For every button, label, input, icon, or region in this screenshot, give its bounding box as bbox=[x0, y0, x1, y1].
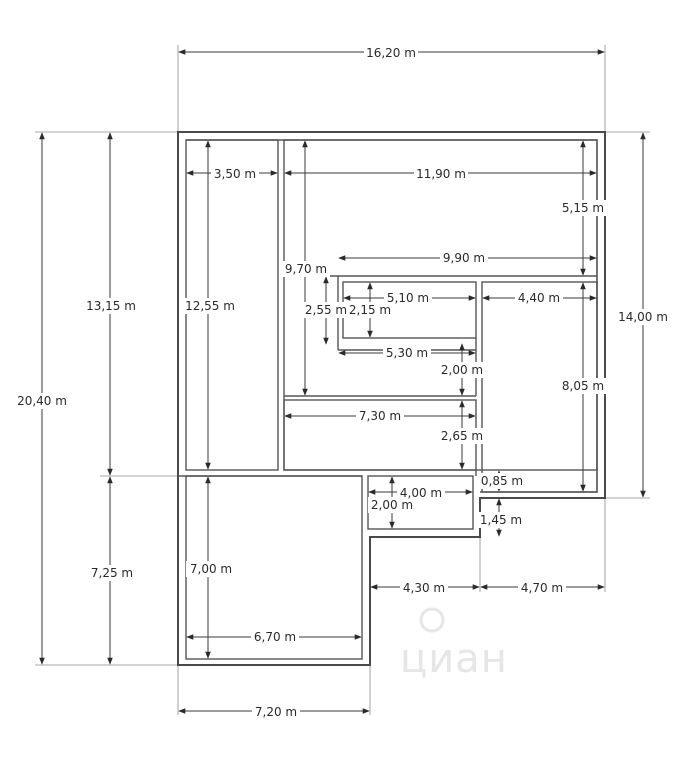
label-total-height: 20,40 m bbox=[17, 394, 67, 408]
label-left-room-width: 3,50 m bbox=[214, 167, 256, 181]
label-bath-width: 4,00 m bbox=[400, 486, 442, 500]
label-notch-width: 4,30 m bbox=[403, 581, 445, 595]
label-bath-height: 2,00 m bbox=[371, 498, 413, 512]
label-lower-height: 7,25 m bbox=[91, 566, 133, 580]
label-lower-room-height: 7,00 m bbox=[190, 562, 232, 576]
label-band-width: 9,90 m bbox=[443, 251, 485, 265]
label-backgrounds bbox=[16, 44, 670, 719]
label-bottom-room-height: 2,65 m bbox=[441, 429, 483, 443]
label-right-notch-width: 4,70 m bbox=[521, 581, 563, 595]
watermark-text: циан bbox=[400, 636, 508, 682]
label-total-width: 16,20 m bbox=[366, 46, 416, 60]
label-corridor-width: 5,30 m bbox=[386, 346, 428, 360]
label-right-room-height: 8,05 m bbox=[562, 379, 604, 393]
dimension-labels: 16,20 m 3,50 m 11,90 m 9,90 m 5,10 m 5,3… bbox=[17, 46, 668, 719]
outer-wall-outline bbox=[177, 131, 606, 666]
label-top-room-width: 11,90 m bbox=[416, 167, 466, 181]
label-right-height: 14,00 m bbox=[618, 310, 668, 324]
label-bottom-room-width: 7,30 m bbox=[359, 409, 401, 423]
dimension-lines bbox=[39, 49, 646, 714]
label-step-height: 0,85 m bbox=[481, 474, 523, 488]
label-right-room-width: 4,40 m bbox=[518, 291, 560, 305]
watermark-logo: циан bbox=[400, 607, 508, 682]
label-step2-height: 1,45 m bbox=[480, 513, 522, 527]
label-top-room-height: 5,15 m bbox=[562, 201, 604, 215]
label-left-room-height: 12,55 m bbox=[185, 299, 235, 313]
walls bbox=[177, 131, 606, 666]
label-small-room-width: 5,10 m bbox=[387, 291, 429, 305]
label-lower-room-width: 6,70 m bbox=[254, 630, 296, 644]
extension-lines bbox=[35, 45, 650, 715]
label-small-room-height-outer: 2,55 m bbox=[305, 303, 347, 317]
label-small-room-height-inner: 2,15 m bbox=[349, 303, 391, 317]
label-inner-height: 9,70 m bbox=[285, 262, 327, 276]
label-upper-height: 13,15 m bbox=[86, 299, 136, 313]
label-lower-outer-width: 7,20 m bbox=[255, 705, 297, 719]
label-corridor-height: 2,00 m bbox=[441, 363, 483, 377]
